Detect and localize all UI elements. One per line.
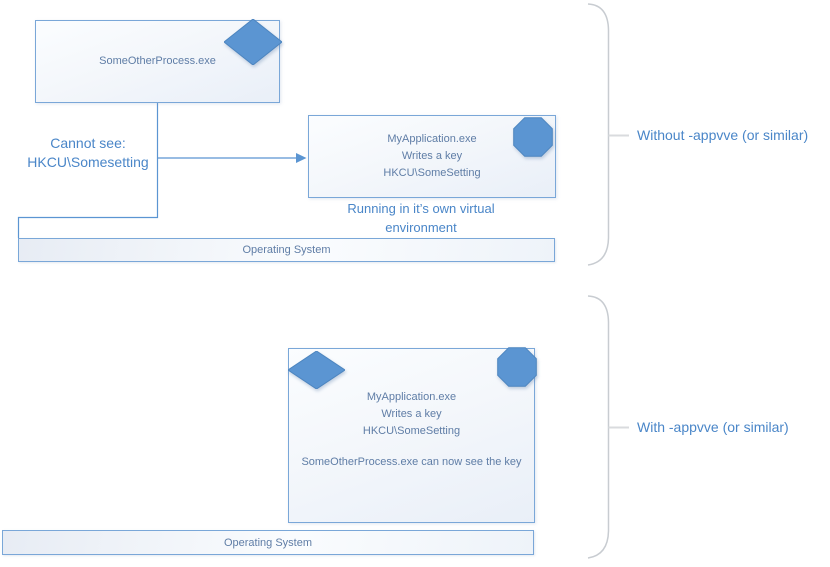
- app-box2-line1: MyApplication.exe: [366, 391, 457, 403]
- cannot-see-line1: Cannot see:: [50, 135, 126, 151]
- operating-system-label: Operating System: [242, 244, 331, 256]
- operating-system-bar-with: Operating System: [2, 530, 534, 555]
- app-box2-line3: HKCU\SomeSetting: [362, 425, 461, 437]
- some-other-process-label: SomeOtherProcess.exe: [99, 55, 216, 67]
- with-appvve-label: With -appvve (or similar): [637, 419, 789, 435]
- bracket-without-icon: [587, 3, 610, 266]
- app-box-line1: MyApplication.exe: [387, 133, 477, 145]
- app-box-line2: Writes a key: [401, 150, 463, 162]
- app-box2-line2: Writes a key: [381, 408, 442, 420]
- diamond-icon: [224, 19, 282, 65]
- app-box-line3: HKCU\SomeSetting: [383, 167, 481, 179]
- without-appvve-label: Without -appvve (or similar): [637, 127, 809, 143]
- diamond-icon: [288, 351, 345, 389]
- cannot-see-line2: HKCU\Somesetting: [27, 154, 149, 170]
- bracket-with-icon: [587, 295, 610, 559]
- my-application-box-with: MyApplication.exe Writes a key HKCU\Some…: [288, 348, 535, 523]
- operating-system-label: Operating System: [223, 536, 313, 549]
- octagon-icon: [513, 117, 553, 157]
- octagon-icon: [497, 347, 537, 387]
- virtual-environment-caption: Running in it’s own virtual environment: [347, 201, 495, 235]
- operating-system-bar-without: Operating System: [18, 238, 555, 262]
- arrowhead-icon: [296, 153, 307, 163]
- cannot-see-label: Cannot see: HKCU\Somesetting: [8, 134, 168, 172]
- app-box2-note: SomeOtherProcess.exe can now see the key: [301, 456, 522, 468]
- my-application-box-without: MyApplication.exe Writes a key HKCU\Some…: [308, 115, 556, 198]
